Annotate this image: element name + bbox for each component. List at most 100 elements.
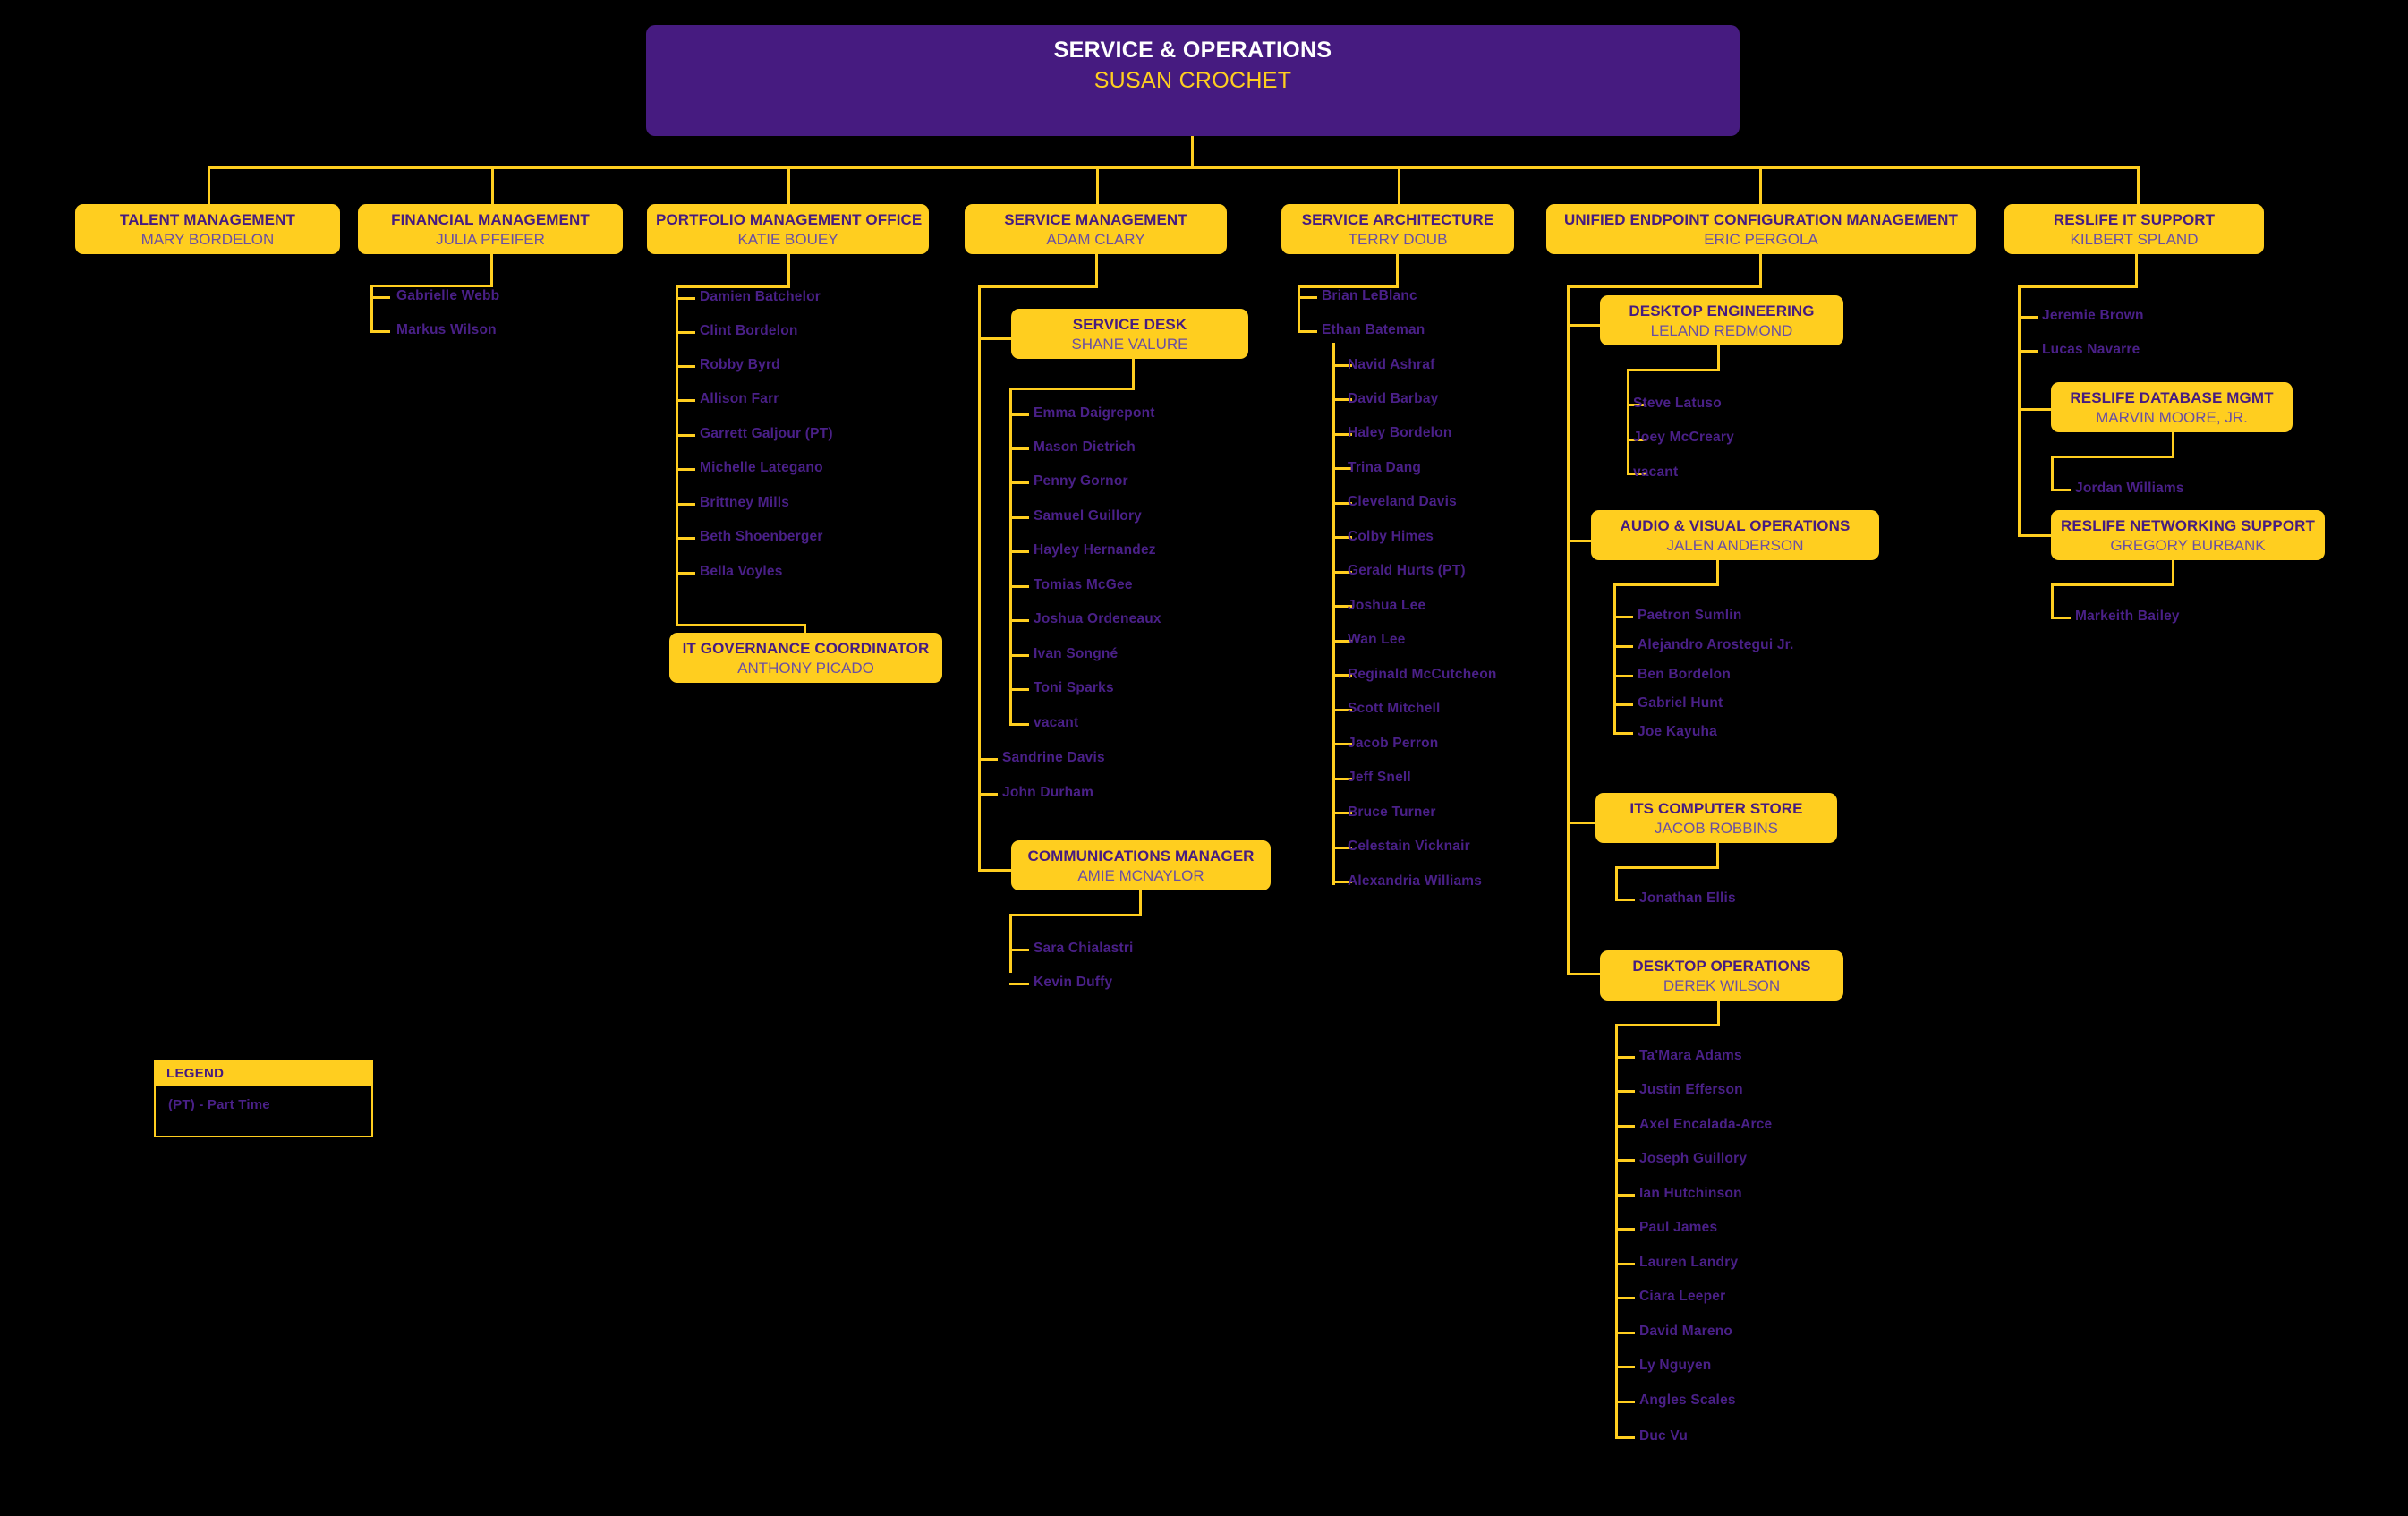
person-penny-gornor: Penny Gornor	[1034, 473, 1128, 489]
connector-financial-tick-2	[370, 330, 390, 333]
connector-sa-n-tick-8	[1332, 605, 1352, 608]
person-ciara-leeper: Ciara Leeper	[1639, 1289, 1726, 1304]
connector-sa-n-tick-16	[1332, 881, 1352, 883]
person-garrett-galjour: Garrett Galjour (PT)	[700, 426, 833, 441]
node-desktop-engineering[interactable]: DESKTOP ENGINEERING LELAND REDMOND	[1600, 295, 1843, 345]
person-axel-encalada-arce: Axel Encalada-Arce	[1639, 1117, 1773, 1132]
person-beth-shoenberger: Beth Shoenberger	[700, 529, 823, 544]
connector-av-tick-3	[1613, 675, 1633, 677]
connector-reslife-tick-1	[2018, 316, 2038, 319]
connector-sa-n-tick-5	[1332, 502, 1352, 505]
person-bruce-turner: Bruce Turner	[1348, 805, 1436, 820]
connector-do-tick-11	[1615, 1401, 1635, 1403]
connector-sd-tick-1	[1009, 413, 1029, 416]
person-david-mareno: David Mareno	[1639, 1324, 1733, 1339]
connector-resdb-tick-1	[2051, 489, 2071, 491]
node-talent-management[interactable]: TALENT MANAGEMENT MARY BORDELON	[75, 204, 340, 254]
person-ivan-songne: Ivan Songné	[1034, 646, 1119, 661]
node-unified-endpoint-configuration-management[interactable]: UNIFIED ENDPOINT CONFIGURATION MANAGEMEN…	[1546, 204, 1976, 254]
connector-do-tick-6	[1615, 1228, 1635, 1231]
person-david-barbay: David Barbay	[1348, 391, 1439, 406]
person-ben-bordelon: Ben Bordelon	[1638, 667, 1732, 682]
node-reslife-networking-support[interactable]: RESLIFE NETWORKING SUPPORT GREGORY BURBA…	[2051, 510, 2325, 560]
connector-comms-spine	[1009, 914, 1012, 973]
connector-reslife-spine	[2018, 285, 2021, 536]
connector-itgov-drop	[804, 624, 806, 641]
connector-deskeng-spine	[1627, 369, 1629, 473]
connector-drop-uecm	[1759, 166, 1762, 208]
person-bella-voyles: Bella Voyles	[700, 564, 783, 579]
person-scott-mitchell: Scott Mitchell	[1348, 701, 1441, 716]
person-paul-james: Paul James	[1639, 1220, 1718, 1235]
node-title: SERVICE MANAGEMENT	[1004, 211, 1187, 228]
connector-servicedesk-elbow	[978, 337, 1014, 340]
node-person: LELAND REDMOND	[1650, 322, 1793, 340]
connector-do-tick-2	[1615, 1090, 1635, 1093]
connector-sa-n-tick-3	[1332, 433, 1352, 436]
person-steve-latuso: Steve Latuso	[1633, 396, 1722, 411]
connector-resnet-spine	[2051, 583, 2054, 618]
person-toni-sparks: Toni Sparks	[1034, 680, 1114, 695]
connector-sd-tick-9	[1009, 688, 1029, 691]
node-audio-visual-operations[interactable]: AUDIO & VISUAL OPERATIONS JALEN ANDERSON	[1591, 510, 1879, 560]
person-sara-chialastri: Sara Chialastri	[1034, 941, 1134, 956]
connector-itsstore-spine	[1615, 866, 1618, 900]
person-hayley-hernandez: Hayley Hernandez	[1034, 542, 1156, 558]
node-its-computer-store[interactable]: ITS COMPUTER STORE JACOB ROBBINS	[1595, 793, 1837, 843]
connector-servicemgmt-spine	[978, 285, 981, 871]
person-michelle-lategano: Michelle Lategano	[700, 460, 823, 475]
person-gerald-hurts: Gerald Hurts (PT)	[1348, 563, 1466, 578]
connector-sa-n-tick-6	[1332, 536, 1352, 539]
person-jacob-perron: Jacob Perron	[1348, 736, 1439, 751]
node-service-operations[interactable]: SERVICE & OPERATIONS SUSAN CROCHET	[646, 25, 1740, 136]
node-service-management[interactable]: SERVICE MANAGEMENT ADAM CLARY	[965, 204, 1227, 254]
node-title: RESLIFE DATABASE MGMT	[2070, 389, 2274, 406]
person-justin-efferson: Justin Efferson	[1639, 1082, 1743, 1097]
person-wan-lee: Wan Lee	[1348, 632, 1406, 647]
node-reslife-database-mgmt[interactable]: RESLIFE DATABASE MGMT MARVIN MOORE, JR.	[2051, 382, 2293, 432]
connector-portfolio-tick-1	[676, 297, 695, 300]
node-financial-management[interactable]: FINANCIAL MANAGEMENT JULIA PFEIFER	[358, 204, 623, 254]
connector-do-tick-8	[1615, 1297, 1635, 1299]
connector-portfolio-stem	[787, 254, 790, 287]
person-mason-dietrich: Mason Dietrich	[1034, 439, 1136, 455]
person-ly-nguyen: Ly Nguyen	[1639, 1358, 1712, 1373]
connector-av-tick-2	[1613, 645, 1633, 648]
person-jonathan-ellis: Jonathan Ellis	[1639, 890, 1736, 906]
node-portfolio-management-office[interactable]: PORTFOLIO MANAGEMENT OFFICE KATIE BOUEY	[647, 204, 929, 254]
person-jordan-williams: Jordan Williams	[2075, 481, 2184, 496]
connector-uecm-spine	[1567, 285, 1570, 975]
connector-sa-nested-spine	[1332, 343, 1335, 885]
connector-av-spine	[1613, 583, 1616, 733]
person-tamara-adams: Ta'Mara Adams	[1639, 1048, 1742, 1063]
connector-portfolio-spine	[676, 285, 678, 626]
node-person: SHANE VALURE	[1071, 336, 1188, 353]
node-desktop-operations[interactable]: DESKTOP OPERATIONS DEREK WILSON	[1600, 950, 1843, 1001]
node-service-desk[interactable]: SERVICE DESK SHANE VALURE	[1011, 309, 1248, 359]
connector-deskops-elbow2	[1615, 1024, 1720, 1026]
node-communications-manager[interactable]: COMMUNICATIONS MANAGER AMIE MCNAYLOR	[1011, 840, 1271, 890]
connector-portfolio-tick-8	[676, 537, 695, 540]
connector-deskeng-elbow2	[1627, 369, 1720, 371]
connector-comms-tick-2	[1009, 983, 1029, 985]
connector-itsstore-elbow	[1567, 822, 1603, 824]
node-it-governance-coordinator[interactable]: IT GOVERNANCE COORDINATOR ANTHONY PICADO	[669, 633, 942, 683]
node-reslife-it-support[interactable]: RESLIFE IT SUPPORT KILBERT SPLAND	[2004, 204, 2264, 254]
person-alejandro-arostegui-jr: Alejandro Arostegui Jr.	[1638, 637, 1794, 652]
connector-sa-n-tick-14	[1332, 812, 1352, 814]
person-lucas-navarre: Lucas Navarre	[2042, 342, 2140, 357]
connector-sa-elbow	[1298, 285, 1399, 288]
connector-portfolio-elbow	[676, 285, 790, 288]
person-haley-bordelon: Haley Bordelon	[1348, 425, 1452, 440]
connector-av-stem	[1716, 560, 1719, 585]
connector-comms-elbow2	[1009, 914, 1142, 916]
person-samuel-guillory: Samuel Guillory	[1034, 508, 1143, 524]
person-lauren-landry: Lauren Landry	[1639, 1255, 1739, 1270]
connector-portfolio-tick-9	[676, 572, 695, 575]
connector-sd-tick-5	[1009, 550, 1029, 553]
connector-drop-talent	[208, 166, 210, 208]
connector-sa-spine	[1298, 285, 1300, 333]
connector-av-tick-4	[1613, 703, 1633, 706]
node-service-architecture[interactable]: SERVICE ARCHITECTURE TERRY DOUB	[1281, 204, 1514, 254]
